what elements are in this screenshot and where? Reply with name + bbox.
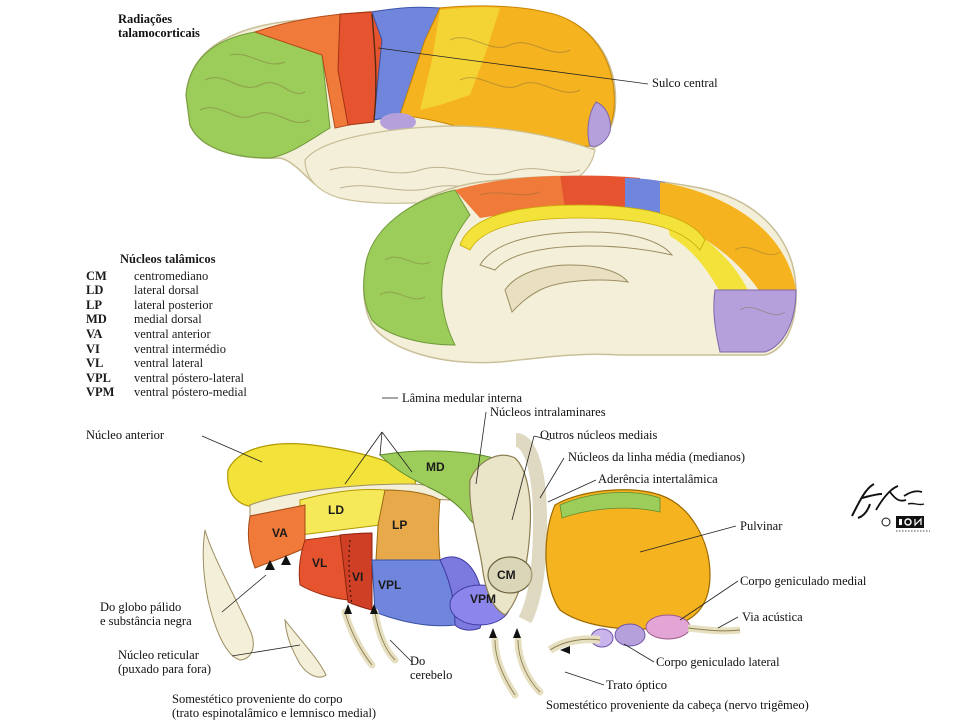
legend-name: lateral dorsal <box>134 283 199 298</box>
legend-row: VPL ventral póstero-lateral <box>86 371 247 386</box>
legend-abbr: LD <box>86 283 104 298</box>
legend-row: LP lateral posterior <box>86 298 247 313</box>
legend-abbr: LP <box>86 297 102 312</box>
legend-row: VI ventral intermédio <box>86 342 247 357</box>
nucleus-label-md: MD <box>426 460 445 474</box>
label-somestetico-cabeca: Somestético proveniente da cabeça (nervo… <box>546 698 809 712</box>
legend-name: ventral póstero-lateral <box>134 370 245 385</box>
legend-row: VPM ventral póstero-medial <box>86 385 247 400</box>
label-nucleo-reticular-2: (puxado para fora) <box>118 662 212 676</box>
legend-name: lateral posterior <box>134 297 213 312</box>
label-cerebelo-1: Do <box>410 654 426 668</box>
label-intralaminares: Núcleos intralaminares <box>490 405 606 419</box>
legend-row: CM centromediano <box>86 269 247 284</box>
label-sulco-central: Sulco central <box>652 76 718 90</box>
legend-abbr: VPM <box>86 385 115 400</box>
legend-row: VA ventral anterior <box>86 327 247 342</box>
label-globo-palido-1: Do globo pálido <box>100 600 182 614</box>
legend-row: VL ventral lateral <box>86 356 247 371</box>
label-trato-optico: Trato óptico <box>606 678 667 692</box>
label-cerebelo-2: cerebelo <box>410 668 453 682</box>
nucleus-label-lp: LP <box>392 518 408 532</box>
legend-name: medial dorsal <box>134 312 202 327</box>
label-somestetico-corpo-2: (trato espinotalâmico e lemnisco medial) <box>172 706 377 720</box>
legend-title: Núcleos talâmicos <box>120 252 216 266</box>
label-outros-mediais: Outros núcleos mediais <box>540 428 658 442</box>
label-via-acustica: Via acústica <box>742 610 803 624</box>
legend-name: ventral póstero-medial <box>134 385 247 400</box>
legend-abbr: VA <box>86 326 103 341</box>
nucleus-label-vpm: VPM <box>470 592 497 606</box>
nucleus-label-vpl: VPL <box>378 578 402 592</box>
label-pulvinar: Pulvinar <box>740 519 783 533</box>
legend-name: ventral lateral <box>134 356 204 371</box>
nucleus-label-va: VA <box>272 526 288 540</box>
legend-row: MD medial dorsal <box>86 312 247 327</box>
legend-abbr: VL <box>86 356 104 371</box>
label-radiacoes-line1: Radiações <box>118 12 173 26</box>
legend-abbr: VI <box>86 341 100 356</box>
label-geniculado-lateral: Corpo geniculado lateral <box>656 655 780 669</box>
legend-abbr: MD <box>86 312 107 327</box>
thalamus-3d <box>202 433 741 699</box>
label-lamina-medular: Lâmina medular interna <box>402 391 523 405</box>
label-nucleo-anterior: Núcleo anterior <box>86 428 165 442</box>
nuclei-legend: Núcleos talâmicos CM centromediano LD late… <box>86 252 247 400</box>
nucleus-label-ld: LD <box>328 503 344 517</box>
legend-name: ventral anterior <box>134 326 211 341</box>
label-globo-palido-2: e substância negra <box>100 614 192 628</box>
label-aderencia: Aderência intertalâmica <box>598 472 718 486</box>
label-linha-media: Núcleos da linha média (medianos) <box>568 450 746 464</box>
legend-name: ventral intermédio <box>134 341 226 356</box>
legend-abbr: CM <box>86 268 107 283</box>
label-nucleo-reticular-1: Núcleo reticular <box>118 648 199 662</box>
nucleus-label-vl: VL <box>312 556 328 570</box>
legend-row: LD lateral dorsal <box>86 283 247 298</box>
label-radiacoes-line2: talamocorticais <box>118 26 200 40</box>
leader-lines <box>201 397 739 686</box>
lateral-brain-view <box>185 5 617 204</box>
label-somestetico-corpo-1: Somestético proveniente do corpo <box>172 692 343 706</box>
legend-abbr: VPL <box>86 370 111 385</box>
nucleus-label-vi: VI <box>352 570 364 584</box>
medial-brain-view <box>362 175 797 364</box>
legend-name: centromediano <box>134 268 209 283</box>
label-geniculado-medial: Corpo geniculado medial <box>740 574 867 588</box>
nucleus-label-cm: CM <box>497 568 516 582</box>
netter-signature-logo <box>851 483 930 532</box>
